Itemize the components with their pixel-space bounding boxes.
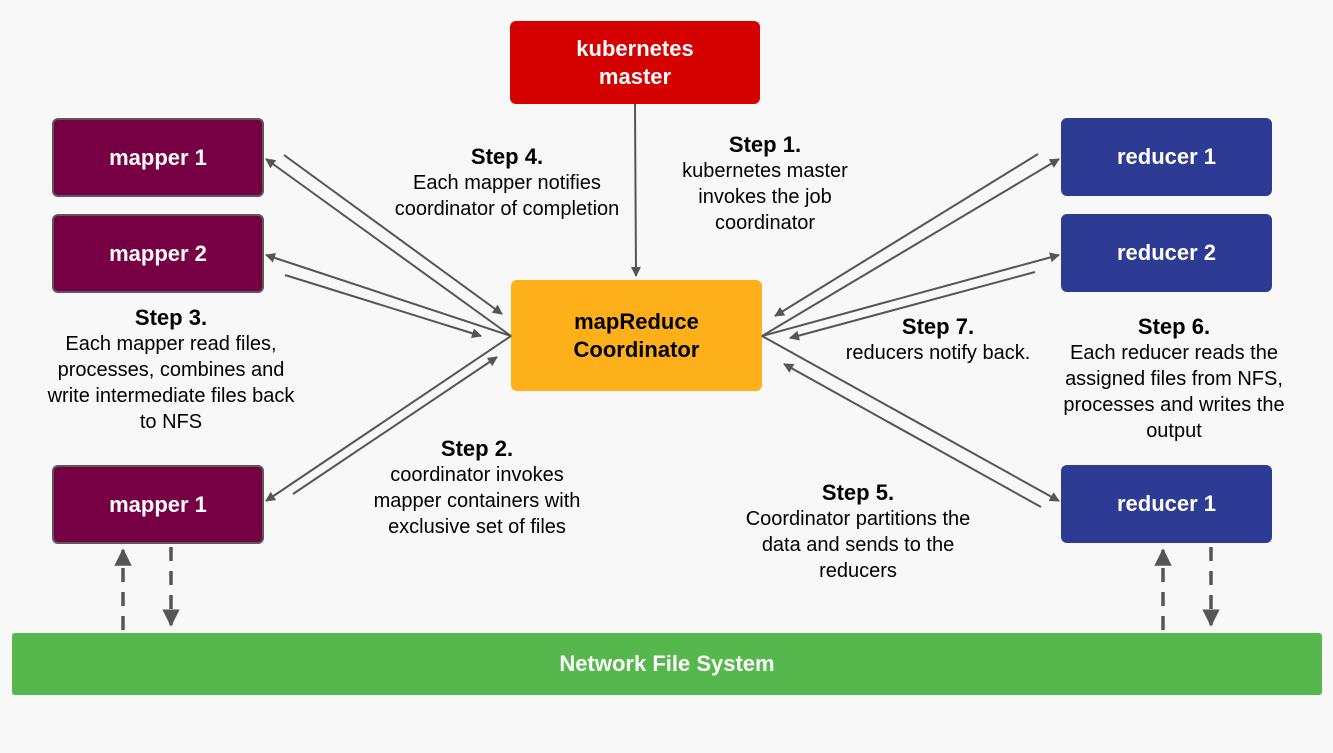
step-5-description: Coordinator partitions the data and send… [745, 508, 971, 582]
arrow-coordinator-to-reducer-mid [761, 252, 1060, 337]
arrow-reducer-top-to-coordinator [774, 153, 1039, 317]
step-4-title: Step 4. [470, 144, 544, 169]
step-2-title: Step 2. [440, 436, 514, 461]
step-2-description: coordinator invokes mapper containers wi… [373, 464, 581, 538]
step-7-label: Step 7. reducers notify back. [828, 314, 1048, 366]
arrow-reducer-mid-to-coordinator [789, 271, 1036, 341]
network-file-system-node: Network File System [12, 633, 1322, 695]
reducer-node-middle: reducer 2 [1061, 214, 1272, 292]
step-5-title: Step 5. [821, 480, 895, 505]
arrow-k8s-to-coordinator [630, 103, 641, 277]
reducer-node-bottom: reducer 1 [1061, 465, 1272, 543]
step-4-description: Each mapper notifies coordinator of comp… [394, 172, 620, 220]
arrow-mapper-top-to-coordinator [283, 154, 503, 315]
reducer-node-top: reducer 1 [1061, 118, 1272, 196]
step-7-title: Step 7. [901, 314, 975, 339]
step-6-description: Each reducer reads the assigned files fr… [1063, 342, 1285, 442]
step-3-description: Each mapper read files, processes, combi… [47, 333, 295, 433]
arrow-coordinator-to-reducer-bottom [761, 335, 1060, 502]
arrow-coordinator-to-mapper-mid [265, 253, 512, 337]
arrow-coordinator-to-reducer-top [761, 158, 1060, 337]
step-1-label: Step 1. kubernetes master invokes the jo… [655, 132, 875, 236]
step-4-label: Step 4. Each mapper notifies coordinator… [377, 144, 637, 222]
step-7-description: reducers notify back. [845, 342, 1031, 364]
mapper-node-bottom: mapper 1 [52, 465, 264, 544]
mapper-node-middle: mapper 2 [52, 214, 264, 293]
step-6-label: Step 6. Each reducer reads the assigned … [1044, 314, 1304, 444]
step-1-title: Step 1. [728, 132, 802, 157]
arrow-coordinator-to-mapper-bottom [265, 335, 512, 502]
step-1-description: kubernetes master invokes the job coordi… [682, 160, 848, 234]
arrow-coordinator-to-mapper-top [265, 158, 512, 337]
step-2-label: Step 2. coordinator invokes mapper conta… [352, 436, 602, 540]
mapper-node-top: mapper 1 [52, 118, 264, 197]
step-3-label: Step 3. Each mapper read files, processe… [26, 305, 316, 435]
arrow-mapper-mid-to-coordinator [284, 274, 482, 339]
step-6-title: Step 6. [1137, 314, 1211, 339]
arrow-mapper-bottom-to-coordinator [292, 356, 498, 495]
step-5-label: Step 5. Coordinator partitions the data … [722, 480, 994, 584]
kubernetes-master-node: kubernetes master [510, 21, 760, 104]
step-3-title: Step 3. [134, 305, 208, 330]
mapreduce-coordinator-node: mapReduce Coordinator [511, 280, 762, 391]
arrow-reducer-bottom-to-coordinator [783, 363, 1042, 508]
